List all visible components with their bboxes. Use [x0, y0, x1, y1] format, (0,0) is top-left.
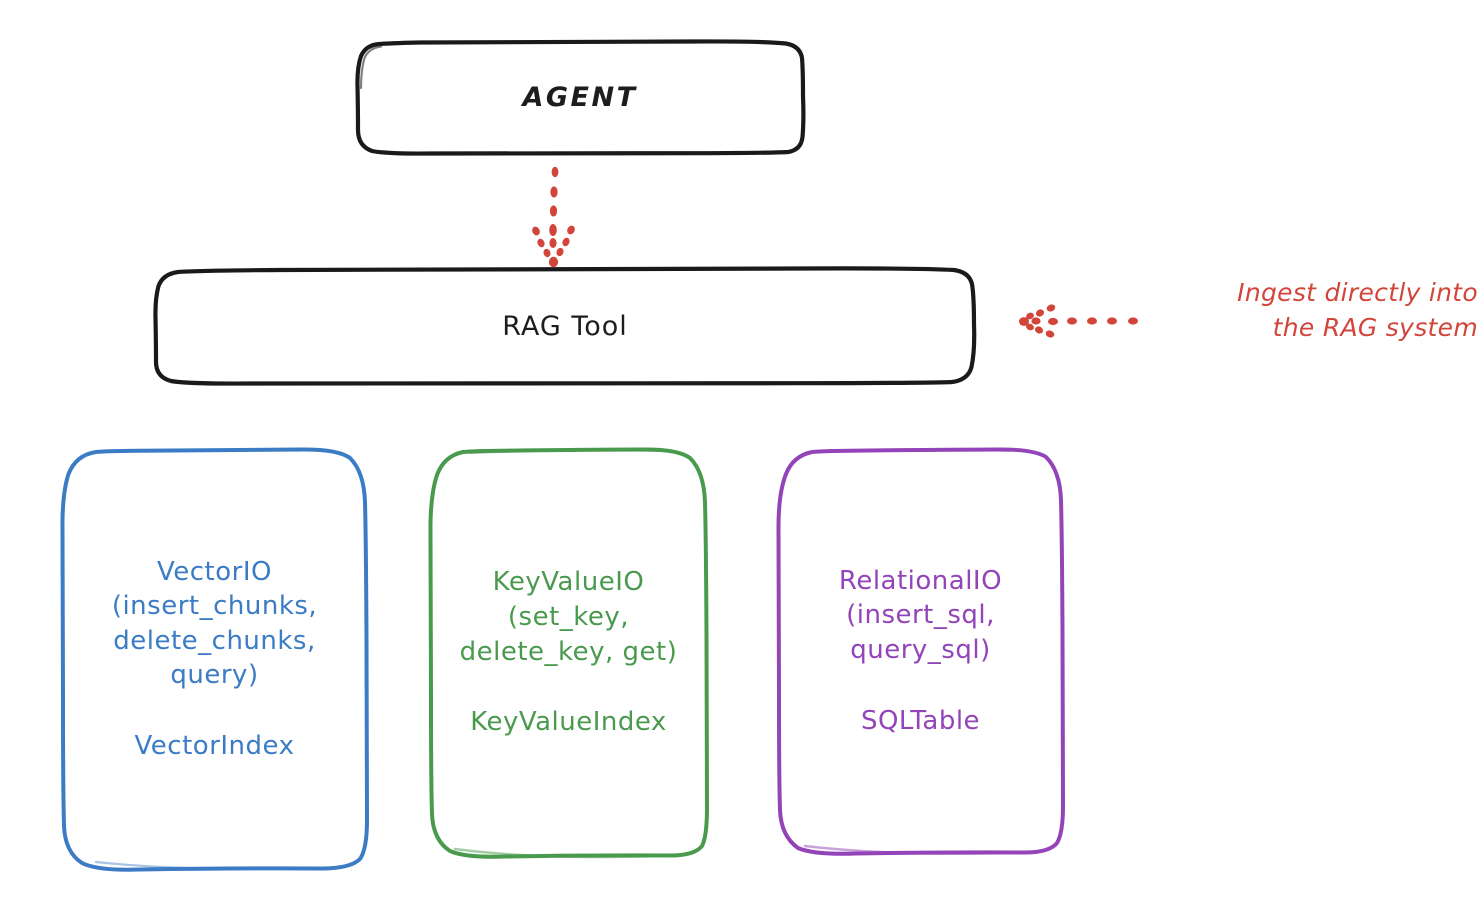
- relational-io-node[interactable]: RelationalIO (insert_sql, query_sql) SQL…: [778, 450, 1063, 852]
- key-value-io-api-label: KeyValueIO (set_key, delete_key, get): [459, 567, 678, 667]
- key-value-io-content: KeyValueIO (set_key, delete_key, get) Ke…: [430, 565, 707, 739]
- relational-io-content: RelationalIO (insert_sql, query_sql) SQL…: [778, 564, 1063, 738]
- agent-to-rag-arrow: [532, 166, 575, 268]
- vector-io-node[interactable]: VectorIO (insert_chunks, delete_chunks, …: [62, 450, 367, 868]
- vector-io-api-label: VectorIO (insert_chunks, delete_chunks, …: [111, 556, 318, 691]
- ingest-to-rag-arrow: [1019, 304, 1138, 338]
- rag-tool-node[interactable]: RAG Tool: [155, 270, 975, 382]
- relational-io-index-label: SQLTable: [860, 705, 981, 736]
- relational-io-api-label: RelationalIO (insert_sql, query_sql): [838, 565, 1003, 665]
- ingest-annotation-line-2: the RAG system: [1272, 312, 1478, 342]
- vector-io-content: VectorIO (insert_chunks, delete_chunks, …: [62, 555, 367, 764]
- vector-io-index-label: VectorIndex: [134, 730, 295, 761]
- ingest-annotation-line-1: Ingest directly into: [1237, 278, 1478, 307]
- agent-label: AGENT: [522, 82, 638, 113]
- ingest-annotation: Ingest directly into the RAG system: [1148, 276, 1478, 345]
- agent-node[interactable]: AGENT: [357, 42, 803, 153]
- key-value-io-index-label: KeyValueIndex: [470, 707, 667, 738]
- rag-tool-label: RAG Tool: [502, 310, 628, 342]
- key-value-io-node[interactable]: KeyValueIO (set_key, delete_key, get) Ke…: [430, 450, 707, 855]
